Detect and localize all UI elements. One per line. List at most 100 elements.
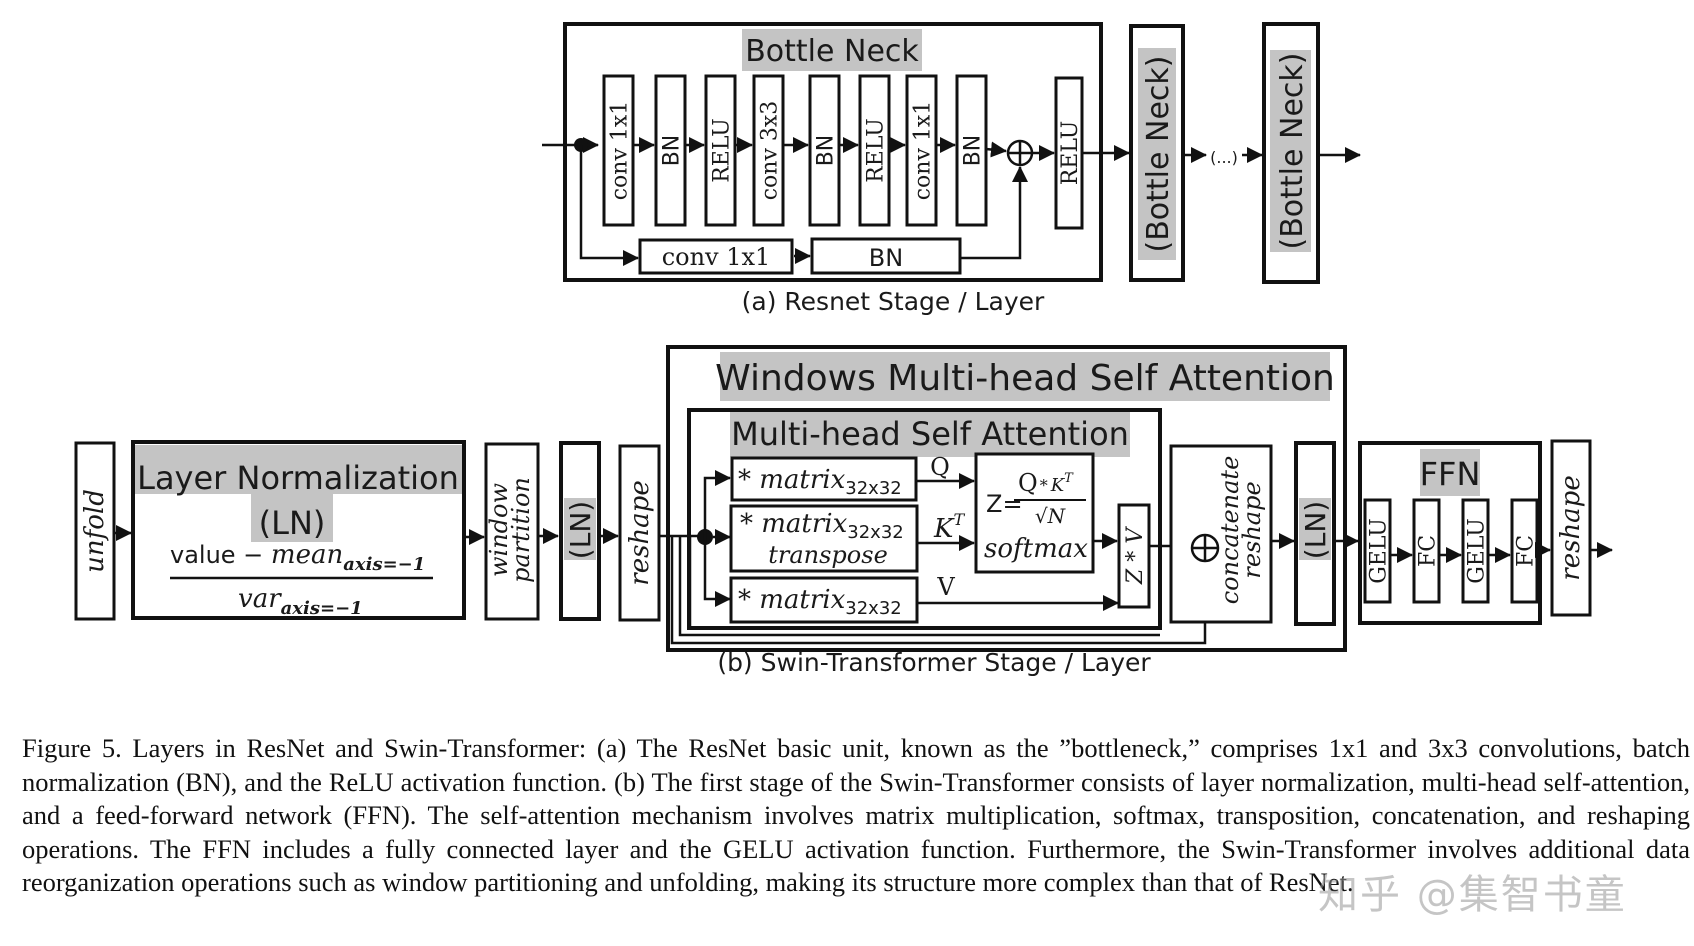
shortcut-bn-label: BN: [869, 244, 903, 272]
ffn-block-label: GELU: [1367, 518, 1392, 584]
resnet-block-box: [808, 74, 841, 227]
softmax-numerator: Q*KT: [1018, 469, 1074, 497]
ln1-highlight: [564, 498, 596, 560]
ffn-title-highlight: [1420, 449, 1480, 496]
softmax-num-k: K: [1050, 475, 1066, 496]
resnet-block-box: [905, 74, 938, 227]
swin-caption: (b) Swin-Transformer Stage / Layer: [717, 648, 1151, 677]
watermark: 知乎 @集智书童: [1318, 872, 1627, 918]
wmsa-title: Windows Multi-head Self Attention: [715, 358, 1335, 399]
softmax-func: softmax: [984, 534, 1088, 564]
shortcut-conv-label: conv 1x1: [662, 243, 771, 271]
ffn-block-label: FC: [1514, 535, 1539, 567]
resnet-block-box: [752, 74, 785, 227]
resnet-block-label: RELU: [864, 118, 889, 183]
figure-caption-text: Figure 5. Layers in ResNet and Swin-Tran…: [22, 733, 1690, 898]
split-to-q-arrow: [703, 470, 731, 537]
resnet-to-add-arrow: [985, 141, 1007, 158]
k-label: KT: [933, 510, 965, 544]
resnet-block-box: [602, 74, 635, 227]
matrix-k-transpose: transpose: [768, 541, 888, 569]
numerator-plain: value −: [170, 541, 271, 569]
shortcut-merge-arrow: [960, 166, 1028, 260]
residual-path-2: [678, 536, 1160, 637]
bottleneck-repeat-1-label: (Bottle Neck): [1141, 56, 1176, 253]
ffn-block-box: [1412, 498, 1441, 604]
swin-stage: unfold Layer Normalization (LN) value − …: [74, 345, 1613, 677]
softmax-lhs: Z=: [986, 490, 1023, 518]
layer-norm-title: Layer Normalization: [137, 459, 459, 497]
resnet-block-label: conv 1x1: [911, 101, 936, 201]
reshape2-box: [1550, 439, 1592, 617]
bottleneck-title: Bottle Neck: [745, 34, 919, 69]
split-to-v-arrow: [703, 537, 731, 607]
shortcut-path: [579, 145, 639, 266]
softmax-num-sup: T: [1064, 471, 1074, 486]
resnet-block-label: RELU: [710, 118, 735, 183]
resnet-block-box: [955, 74, 988, 227]
layer-norm-title-highlight: [135, 445, 462, 494]
concat-line2: reshape: [1238, 481, 1266, 578]
k-letter: K: [933, 514, 955, 544]
layer-norm-numerator: value − meanaxis=−1: [170, 540, 425, 575]
matrix-q-label: * matrix32x32: [738, 465, 902, 499]
k-sup: T: [953, 510, 965, 529]
matrix-q-sub: 32x32: [845, 478, 901, 499]
matrix-q-box: [730, 456, 918, 502]
layer-norm-abbr-highlight: [251, 494, 333, 542]
mhsa-title-highlight: [730, 412, 1130, 457]
ln1-label: (LN): [564, 501, 597, 559]
numerator-mean: mean: [271, 540, 343, 570]
final-relu-label: RELU: [1058, 121, 1083, 186]
zv-box: [1117, 503, 1151, 609]
window-partition-box: [484, 442, 540, 621]
matrix-k-sub: 32x32: [847, 522, 903, 543]
softmax-num-op: *: [1040, 476, 1048, 495]
matrix-q-prefix: * matrix: [738, 465, 846, 495]
matrix-k-prefix: * matrix: [740, 509, 848, 539]
mhsa-title: Multi-head Self Attention: [731, 415, 1129, 453]
reshape1-box: [618, 444, 661, 622]
q-label: Q: [930, 453, 950, 481]
resnet-block-box: [704, 74, 737, 227]
denominator-sub: axis=−1: [281, 598, 363, 619]
resnet-block-box: [858, 74, 891, 227]
ffn-title: FFN: [1420, 455, 1481, 493]
matrix-k-box: [729, 504, 919, 573]
matrix-k-label: * matrix32x32: [740, 509, 904, 543]
layer-norm-abbr: (LN): [259, 504, 326, 542]
ellipsis-label: (...): [1210, 148, 1238, 167]
ln2-label: (LN): [1299, 501, 1332, 559]
figure-caption: Figure 5. Layers in ResNet and Swin-Tran…: [22, 732, 1690, 900]
ffn-block-box: [1461, 498, 1490, 604]
ffn-block-label: FC: [1416, 535, 1441, 567]
matrix-v-box: [729, 576, 919, 624]
layer-norm-denominator: varaxis=−1: [238, 584, 363, 619]
zv-label: Z * V: [1123, 526, 1148, 585]
concat-box: [1169, 444, 1273, 624]
resnet-block-label: BN: [660, 135, 685, 167]
window-partition-line1: window: [485, 483, 513, 577]
denominator-var: var: [238, 584, 282, 614]
resnet-block-label: BN: [814, 135, 839, 167]
bottleneck-repeat-2-label: (Bottle Neck): [1275, 53, 1310, 250]
matrix-v-label: * matrix32x32: [738, 585, 902, 619]
softmax-box: [974, 452, 1095, 574]
resnet-caption: (a) Resnet Stage / Layer: [742, 287, 1045, 316]
ffn-blocks: GELU FC GELU FC: [1363, 498, 1539, 604]
v-label: V: [936, 573, 955, 601]
concat-line1: concatenate: [1216, 456, 1244, 605]
reshape2-label: reshape: [1556, 475, 1586, 580]
final-relu-box: [1054, 76, 1084, 230]
resnet-block-box: [654, 74, 687, 227]
matrix-v-sub: 32x32: [845, 598, 901, 619]
bottleneck-repeat-2-highlight: [1270, 50, 1311, 252]
resnet-block-label: BN: [961, 135, 986, 167]
reshape1-label: reshape: [625, 480, 655, 585]
wmsa-title-highlight: [720, 352, 1330, 401]
unfold-box: [74, 441, 116, 621]
ffn-block-label: GELU: [1465, 518, 1490, 584]
